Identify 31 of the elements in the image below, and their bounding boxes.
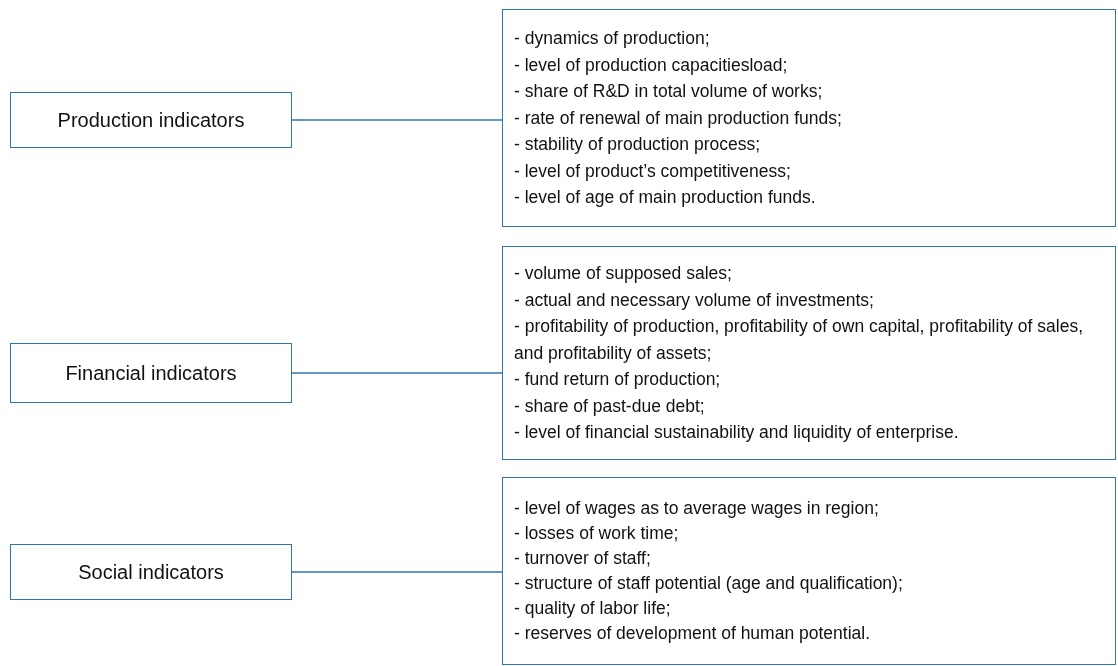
category-box	[10, 92, 292, 148]
indicator-item: - actual and necessary volume of investments;	[514, 288, 875, 312]
indicator-list-box	[502, 246, 1116, 460]
indicator-item: - level of age of main production funds.	[514, 186, 817, 210]
indicator-item: - profitability of production, profitability of own capital, profitability of sales, and profitability of assets;	[514, 315, 1085, 365]
indicator-item: - volume of supposed sales;	[514, 262, 733, 286]
indicator-item: - stability of production process;	[514, 133, 762, 157]
indicator-item: - fund return of production;	[514, 368, 722, 392]
indicator-item: - quality of labor life;	[514, 597, 672, 620]
indicator-list-box	[502, 9, 1116, 227]
indicator-item: - share of R&D in total volume of works;	[514, 80, 824, 104]
indicator-item: - level of financial sustainability and liquidity of enterprise.	[514, 421, 960, 445]
indicator-list-box	[502, 477, 1116, 665]
category-box	[10, 544, 292, 600]
connector-line	[291, 119, 503, 121]
category-label: Financial indicators	[65, 361, 237, 385]
indicator-item: - level of wages as to average wages in region;	[514, 497, 880, 520]
indicator-item: - share of past-due debt;	[514, 394, 706, 418]
indicator-item: - structure of staff potential (age and qualification);	[514, 572, 904, 595]
indicator-item: - level of production capacitiesload;	[514, 53, 789, 77]
indicator-item: - reserves of development of human potential.	[514, 622, 872, 645]
indicator-item: - turnover of staff;	[514, 547, 652, 570]
category-label: Social indicators	[78, 560, 224, 584]
indicator-item: - losses of work time;	[514, 522, 680, 545]
indicator-item: - dynamics of production;	[514, 27, 711, 51]
connector-line	[291, 372, 503, 374]
connector-line	[291, 571, 503, 573]
indicator-item: - level of product’s competitiveness;	[514, 159, 792, 183]
category-box	[10, 343, 292, 403]
indicator-item: - rate of renewal of main production funds;	[514, 106, 843, 130]
category-label: Production indicators	[57, 108, 245, 132]
